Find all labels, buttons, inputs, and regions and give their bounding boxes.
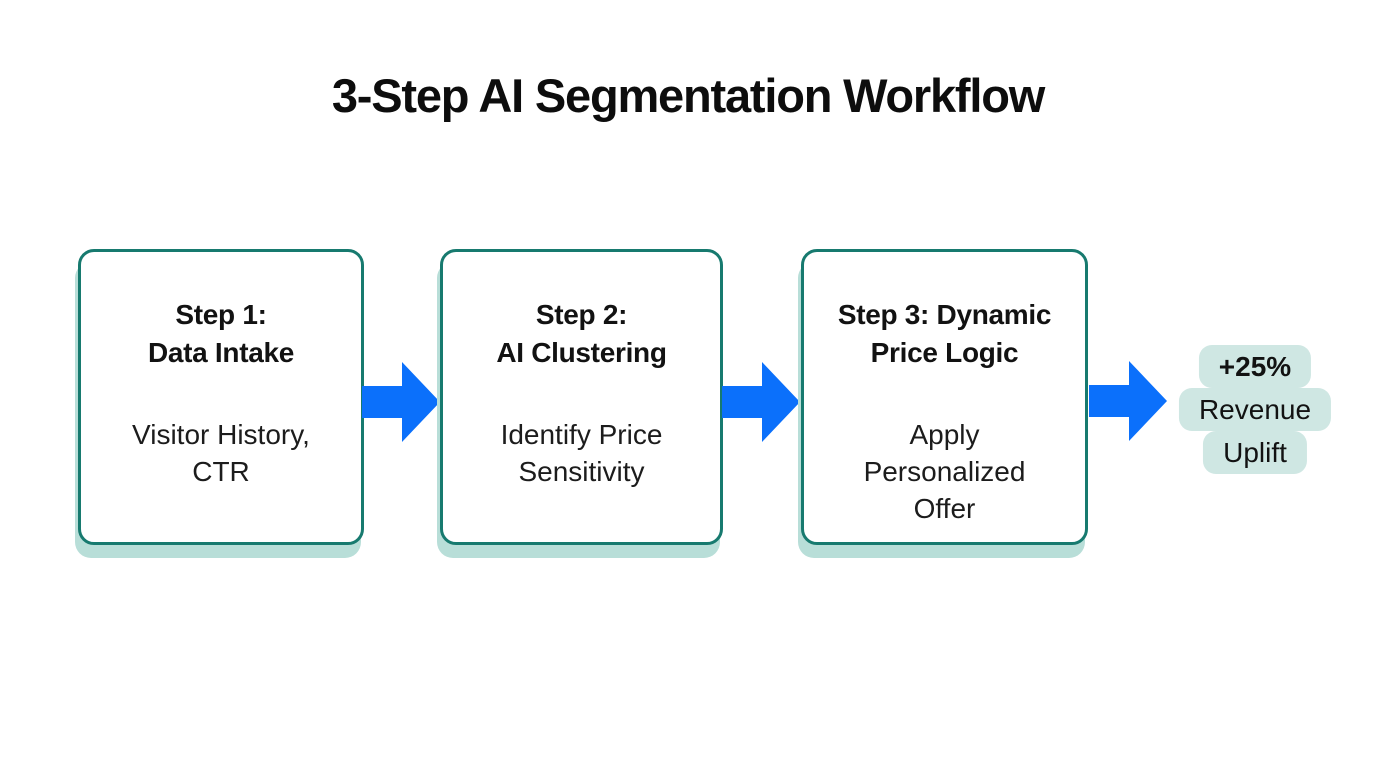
step-3-heading-line-2: Price Logic — [870, 337, 1019, 368]
step-1-heading-line-1: Step 1: — [175, 299, 267, 330]
step-1-body: Visitor History, CTR — [132, 416, 310, 490]
step-3-box: Step 3: Dynamic Price Logic Apply Person… — [801, 249, 1088, 545]
step-1-heading-line-2: Data Intake — [147, 337, 295, 368]
step-3-body-line-3: Offer — [913, 493, 976, 524]
step-1-body-line-2: CTR — [192, 456, 250, 487]
step-2-body-line-1: Identify Price — [500, 419, 663, 450]
result-badge-label-line-1: Revenue — [1178, 388, 1332, 431]
flow-arrow-icon — [1089, 361, 1167, 441]
step-2-body-line-2: Sensitivity — [518, 456, 645, 487]
step-2-heading-line-1: Step 2: — [535, 299, 628, 330]
step-2-box: Step 2: AI Clustering Identify Price Sen… — [440, 249, 723, 545]
result-badge-label-line-2: Uplift — [1203, 431, 1307, 474]
step-3-body: Apply Personalized Offer — [864, 416, 1026, 527]
step-3-body-line-2: Personalized — [863, 456, 1026, 487]
step-2-heading-line-2: AI Clustering — [496, 337, 667, 368]
step-2-heading: Step 2: AI Clustering — [496, 296, 667, 372]
step-2-body: Identify Price Sensitivity — [501, 416, 663, 490]
page-title: 3-Step AI Segmentation Workflow — [331, 69, 1045, 122]
step-1-heading: Step 1: Data Intake — [148, 296, 294, 372]
step-3-heading-line-1: Step 3: Dynamic — [837, 299, 1052, 330]
step-1-box: Step 1: Data Intake Visitor History, CTR — [78, 249, 364, 545]
flow-arrow-icon — [362, 362, 440, 442]
flow-arrow-icon — [722, 362, 800, 442]
step-1-body-line-1: Visitor History, — [132, 419, 310, 450]
result-badge: +25% Revenue Uplift — [1178, 345, 1332, 474]
step-3-body-line-1: Apply — [909, 419, 980, 450]
result-badge-value: +25% — [1198, 345, 1312, 388]
step-3-heading: Step 3: Dynamic Price Logic — [837, 296, 1052, 372]
